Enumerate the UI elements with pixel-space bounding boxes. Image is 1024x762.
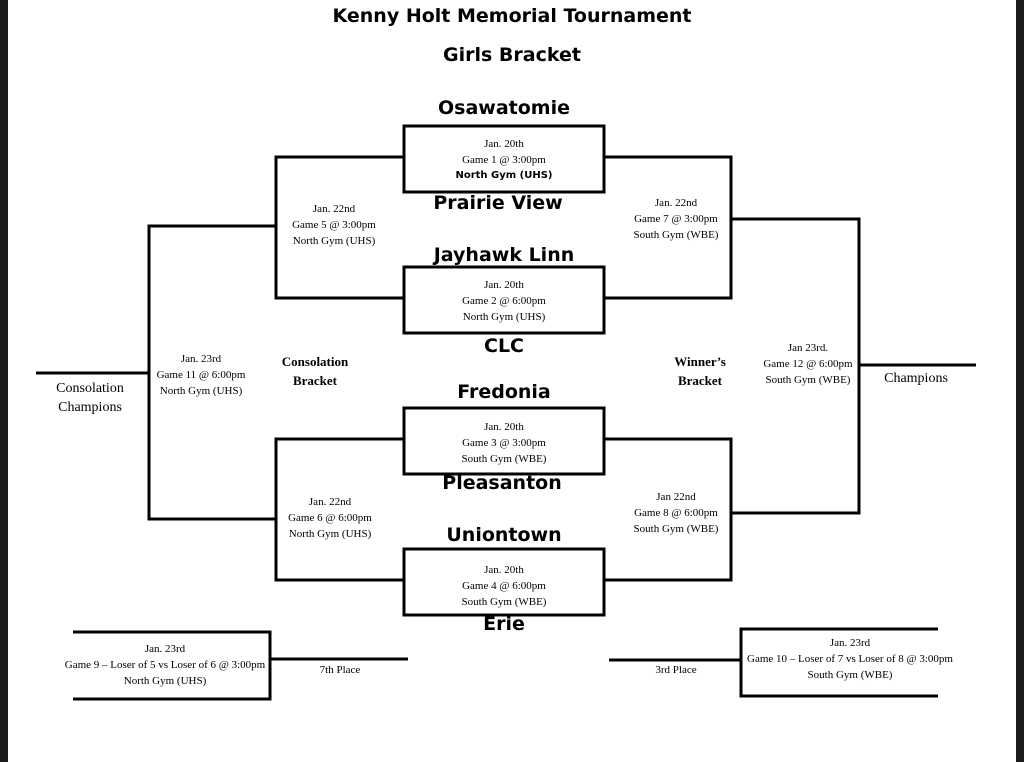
game-5-date: Jan. 22nd xyxy=(312,203,356,215)
game-8-place: South Gym (WBE) xyxy=(633,523,719,535)
game-3-box xyxy=(402,406,606,476)
consolation-champions-label: Consolation Champions xyxy=(40,379,140,417)
game-3-time: Game 3 @ 3:00pm xyxy=(462,437,546,449)
team-pleasanton: Pleasanton xyxy=(442,472,562,494)
game-11-date: Jan. 23rd xyxy=(180,353,222,365)
game-11-info: Jan. 23rd Game 11 @ 6:00pm North Gym (UH… xyxy=(143,351,259,399)
game-2-info: Jan. 20th Game 2 @ 6:00pm North Gym (UHS… xyxy=(404,277,604,325)
game-7-date: Jan. 22nd xyxy=(654,197,698,209)
winners-bracket-line1: Winner’s xyxy=(674,354,726,369)
game-6-time: Game 6 @ 6:00pm xyxy=(288,512,372,524)
game-7-info: Jan. 22nd Game 7 @ 3:00pm South Gym (WBE… xyxy=(618,195,734,243)
tournament-title: Kenny Holt Memorial Tournament xyxy=(332,5,692,27)
game-6-place: North Gym (UHS) xyxy=(288,528,372,540)
game-6-date: Jan. 22nd xyxy=(308,496,352,508)
game-1-time: Game 1 @ 3:00pm xyxy=(462,154,546,166)
consolation-bracket-label: Consolation Bracket xyxy=(262,352,368,390)
game-1-place: North Gym (UHS) xyxy=(455,170,553,181)
winners-bracket-label: Winner’s Bracket xyxy=(652,352,748,390)
team-uniontown: Uniontown xyxy=(446,524,562,546)
game-12-time: Game 12 @ 6:00pm xyxy=(763,358,853,370)
game-10-place: South Gym (WBE) xyxy=(807,669,893,681)
game-5-time: Game 5 @ 3:00pm xyxy=(292,219,376,231)
game-8-info: Jan 22nd Game 8 @ 6:00pm South Gym (WBE) xyxy=(618,489,734,537)
game-10-bracket xyxy=(739,627,938,698)
third-place-label: 3rd Place xyxy=(655,664,697,676)
game-9-info: Jan. 23rd Game 9 – Loser of 5 vs Loser o… xyxy=(60,641,270,689)
game-8-time: Game 8 @ 6:00pm xyxy=(634,507,718,519)
team-erie: Erie xyxy=(483,613,525,635)
game-2-date: Jan. 20th xyxy=(484,279,524,291)
game-4-date: Jan. 20th xyxy=(484,564,524,576)
game-9-place: North Gym (UHS) xyxy=(123,675,207,687)
team-fredonia: Fredonia xyxy=(457,381,551,403)
team-prairie-view: Prairie View xyxy=(433,192,563,214)
game-2-time: Game 2 @ 6:00pm xyxy=(462,295,546,307)
seventh-place-label: 7th Place xyxy=(319,664,361,676)
game-9-bracket xyxy=(73,630,272,701)
team-jayhawk-linn: Jayhawk Linn xyxy=(433,244,575,266)
game-4-time: Game 4 @ 6:00pm xyxy=(462,580,546,592)
game-6-bracket xyxy=(274,437,404,582)
game-11-time: Game 11 @ 6:00pm xyxy=(156,369,246,381)
game-2-place: North Gym (UHS) xyxy=(462,311,546,323)
game-9-date: Jan. 23rd xyxy=(144,643,186,655)
game-3-place: South Gym (WBE) xyxy=(461,453,547,465)
game-10-date: Jan. 23rd xyxy=(829,637,871,649)
game-5-place: North Gym (UHS) xyxy=(292,235,376,247)
game-6-info: Jan. 22nd Game 6 @ 6:00pm North Gym (UHS… xyxy=(272,494,388,542)
game-4-box xyxy=(402,547,606,617)
game-12-info: Jan 23rd. Game 12 @ 6:00pm South Gym (WB… xyxy=(750,340,866,388)
game-7-bracket xyxy=(604,155,733,300)
team-clc: CLC xyxy=(484,335,524,357)
bracket-subtitle: Girls Bracket xyxy=(443,44,581,66)
consolation-bracket-line2: Bracket xyxy=(292,373,338,388)
game-1-info: Jan. 20th Game 1 @ 3:00pm North Gym (UHS… xyxy=(404,136,604,184)
game-7-time: Game 7 @ 3:00pm xyxy=(634,213,718,225)
game-4-place: South Gym (WBE) xyxy=(461,596,547,608)
game-3-info: Jan. 20th Game 3 @ 3:00pm South Gym (WBE… xyxy=(404,419,604,467)
game-11-place: North Gym (UHS) xyxy=(159,385,243,397)
game-7-place: South Gym (WBE) xyxy=(633,229,719,241)
game-3-date: Jan. 20th xyxy=(484,421,524,433)
game-9-time: Game 9 – Loser of 5 vs Loser of 6 @ 3:00… xyxy=(64,659,266,671)
game-5-info: Jan. 22nd Game 5 @ 3:00pm North Gym (UHS… xyxy=(276,201,392,249)
game-12-place: South Gym (WBE) xyxy=(765,374,851,386)
consolation-champions-line1: Consolation xyxy=(56,381,124,396)
game-1-box xyxy=(402,124,606,194)
champions-label: Champions xyxy=(884,371,948,386)
team-osawatomie: Osawatomie xyxy=(438,97,570,119)
game-8-bracket xyxy=(604,437,733,582)
consolation-bracket-line1: Consolation xyxy=(281,354,349,369)
consolation-champions-line2: Champions xyxy=(58,400,122,415)
game-4-info: Jan. 20th Game 4 @ 6:00pm South Gym (WBE… xyxy=(404,562,604,610)
winners-bracket-line2: Bracket xyxy=(677,373,723,388)
game-2-box xyxy=(402,265,606,335)
game-1-date: Jan. 20th xyxy=(484,138,524,150)
game-10-time: Game 10 – Loser of 7 vs Loser of 8 @ 3:0… xyxy=(747,653,953,665)
game-8-date: Jan 22nd xyxy=(656,491,696,503)
game-10-info: Jan. 23rd Game 10 – Loser of 7 vs Loser … xyxy=(744,635,956,683)
game-12-date: Jan 23rd. xyxy=(787,342,829,354)
